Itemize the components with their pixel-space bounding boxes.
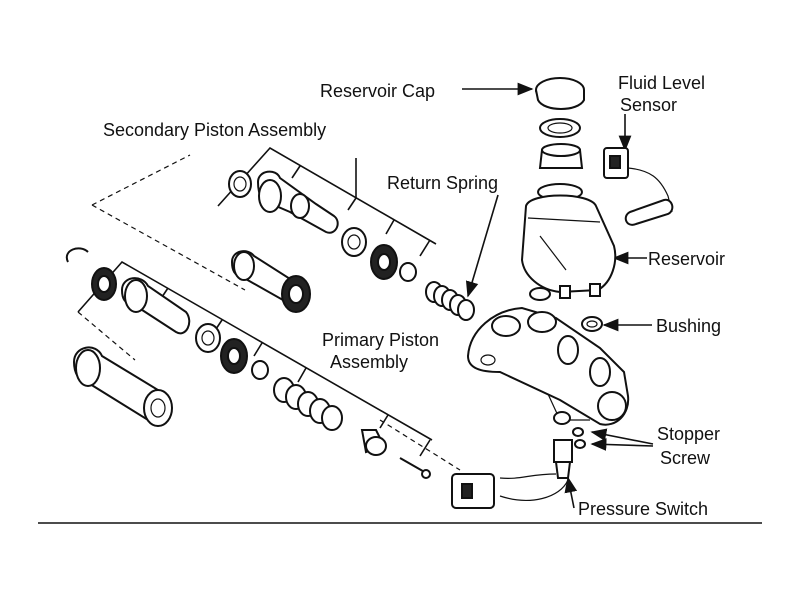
label-secondary-piston-assembly: Secondary Piston Assembly: [103, 120, 326, 140]
leader-stopper-screw-b: [590, 438, 654, 451]
leader-stopper-screw-a: [590, 428, 654, 445]
return-spring: [425, 281, 475, 321]
master-cylinder-body: [466, 306, 630, 426]
label-stopper-screw-line1: Stopper: [657, 424, 720, 444]
alignment-line-bottom: [379, 419, 461, 471]
secondary-piston-parts: [228, 170, 417, 313]
label-reservoir-cap: Reservoir Cap: [320, 81, 435, 101]
label-reservoir: Reservoir: [648, 249, 725, 269]
label-return-spring: Return Spring: [387, 173, 498, 193]
secondary-piston-bracket: [217, 146, 437, 257]
primary-piston-parts: [65, 247, 431, 479]
leader-pressure-switch: [564, 476, 578, 509]
label-primary-piston-line2: Assembly: [330, 352, 408, 372]
label-stopper-screw-line2: Screw: [660, 448, 711, 468]
leader-return-spring: [465, 194, 499, 298]
stopper-screws: [553, 411, 586, 449]
pressure-switch: [451, 439, 573, 509]
label-primary-piston-line1: Primary Piston: [322, 330, 439, 350]
alignment-line-left: [91, 204, 246, 291]
label-fluid-level-sensor-line1: Fluid Level: [618, 73, 705, 93]
label-fluid-level-sensor-line2: Sensor: [620, 95, 677, 115]
alignment-line-lower: [77, 311, 136, 361]
label-bushing: Bushing: [656, 316, 721, 336]
reservoir-cap: [535, 77, 585, 169]
alignment-line-top: [91, 154, 191, 206]
bushing: [529, 287, 603, 332]
reservoir-body: [520, 183, 617, 299]
label-pressure-switch: Pressure Switch: [578, 499, 708, 519]
fluid-level-sensor: [603, 147, 674, 226]
primary-piston-bracket: [77, 260, 433, 457]
